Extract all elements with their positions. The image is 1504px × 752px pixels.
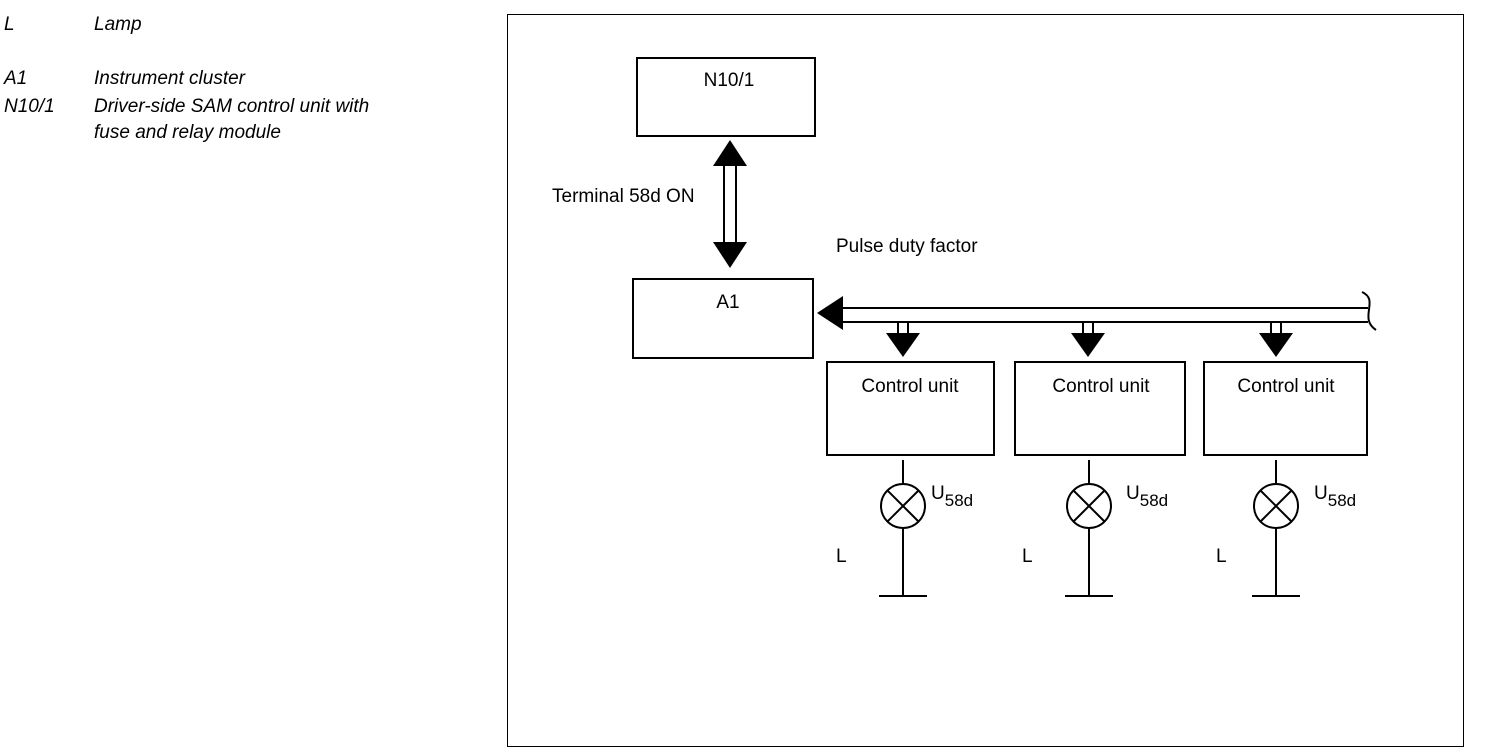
terminal-58d-arrow <box>713 140 747 268</box>
n10-1-label: N10/1 <box>704 70 755 91</box>
control-unit-2: Control unit <box>1014 361 1186 456</box>
legend-desc: Instrument cluster <box>94 68 245 89</box>
voltage-main: U <box>931 483 945 504</box>
lamp-circuit-3: L U58d <box>1216 459 1356 597</box>
lamp-label: L <box>836 546 847 567</box>
control-unit-3: Control unit <box>1203 361 1368 456</box>
pulse-duty-factor-label: Pulse duty factor <box>836 236 978 257</box>
n10-1-box: N10/1 <box>636 57 816 137</box>
a1-box: A1 <box>632 278 814 359</box>
terminal-58d-label: Terminal 58d ON <box>552 186 695 207</box>
lamp-label: L <box>1216 546 1227 567</box>
legend-desc: Lamp <box>94 14 142 35</box>
lamp-circuit-1: L U58d <box>836 459 973 597</box>
voltage-main: U <box>1126 483 1140 504</box>
control-unit-label: Control unit <box>861 376 959 397</box>
voltage-main: U <box>1314 483 1328 504</box>
legend-desc: fuse and relay module <box>94 122 281 143</box>
voltage-subscript: 58d <box>1328 491 1356 510</box>
pulse-bus <box>817 291 1377 358</box>
diagram-frame <box>507 14 1464 747</box>
voltage-label: U58d <box>931 483 973 510</box>
voltage-label: U58d <box>1126 483 1168 510</box>
voltage-label: U58d <box>1314 483 1356 510</box>
lamp-circuit-2: L U58d <box>1022 459 1168 597</box>
legend-abbr: A1 <box>4 68 28 89</box>
lamp-label: L <box>1022 546 1033 567</box>
control-unit-1: Control unit <box>826 361 995 456</box>
legend-abbr: L <box>4 14 15 35</box>
legend-abbr: N10/1 <box>4 96 55 117</box>
control-unit-label: Control unit <box>1237 376 1335 397</box>
legend-desc: Driver-side SAM control unit with <box>94 96 370 117</box>
a1-label: A1 <box>716 292 739 313</box>
voltage-subscript: 58d <box>1140 491 1168 510</box>
control-unit-label: Control unit <box>1052 376 1150 397</box>
voltage-subscript: 58d <box>945 491 973 510</box>
